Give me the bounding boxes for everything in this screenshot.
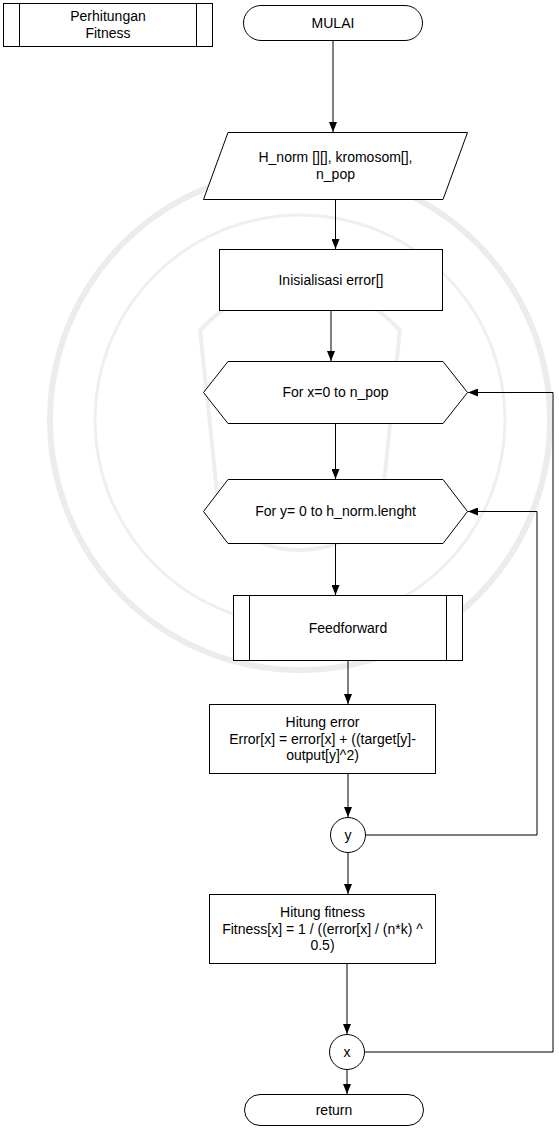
flow-arrow [331, 311, 332, 361]
loop-hexagon: For y= 0 to h_norm.lenght [203, 479, 468, 544]
terminator: MULAI [243, 5, 423, 41]
node-label: return [316, 1102, 353, 1119]
node-label: Fitness[x] = 1 / ((error[x] / (n*k) ^ 0.… [217, 921, 428, 954]
node-label: x [344, 1044, 351, 1061]
node-label: For x=0 to n_pop [282, 384, 388, 401]
flow-arrow [348, 661, 349, 704]
node-label: Error[x] = error[x] + ((target[y]- outpu… [217, 731, 428, 764]
node-label: Inisialisasi error[] [278, 272, 383, 289]
flow-arrow [348, 853, 349, 894]
flow-arrow [335, 544, 336, 595]
process-box: Inisialisasi error[] [219, 249, 443, 311]
process-box: Hitung errorError[x] = error[x] + ((targ… [209, 704, 436, 774]
terminator: return [244, 1094, 424, 1126]
node-label: y [345, 827, 352, 844]
node-label: Feedforward [309, 620, 388, 637]
flow-arrow [348, 774, 349, 817]
node-label: For y= 0 to h_norm.lenght [255, 503, 416, 520]
flow-arrow [335, 200, 336, 249]
flow-arrow [366, 512, 537, 836]
subroutine-box: Feedforward [233, 595, 463, 661]
node-label: MULAI [312, 15, 355, 32]
node-label: Perhitungan Fitness [48, 8, 168, 41]
connector-circle: y [330, 817, 366, 853]
flow-arrow [347, 1070, 348, 1094]
step-heading: Hitung error [286, 714, 360, 731]
input-parallelogram: H_norm [][], kromosom[], n_pop [203, 132, 468, 200]
process-box: Hitung fitnessFitness[x] = 1 / ((error[x… [209, 894, 436, 964]
flow-arrow [335, 424, 336, 479]
node-label: H_norm [][], kromosom[], n_pop [241, 149, 431, 182]
step-heading: Hitung fitness [280, 904, 365, 921]
flow-arrow [333, 41, 334, 132]
flow-arrow [347, 964, 348, 1034]
connector-circle: x [329, 1034, 365, 1070]
loop-hexagon: For x=0 to n_pop [203, 361, 468, 424]
subroutine-box: Perhitungan Fitness [3, 3, 213, 47]
